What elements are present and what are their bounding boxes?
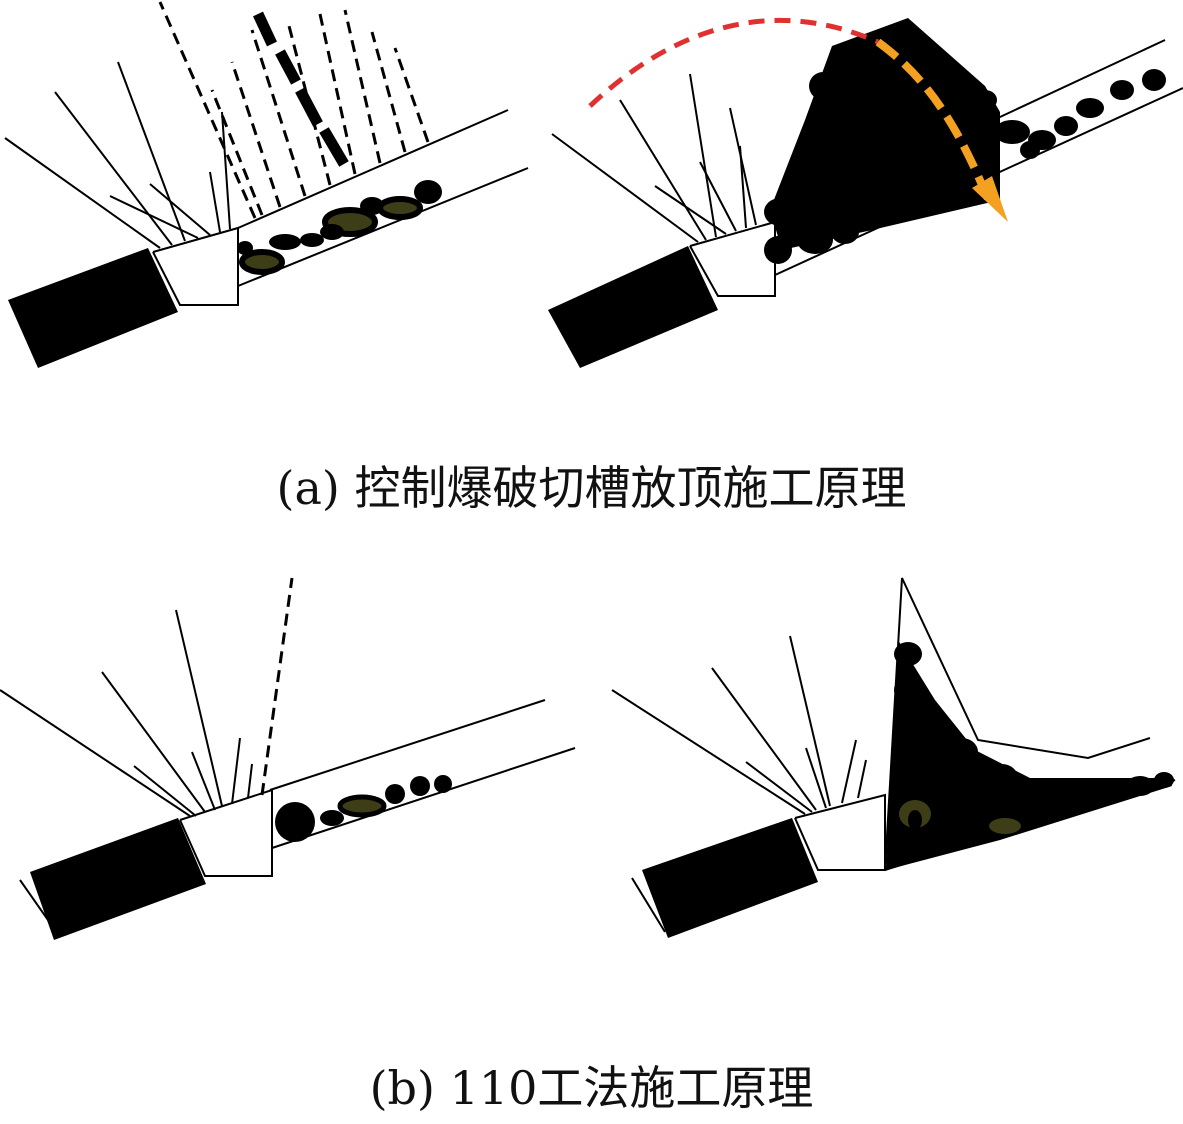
caption-b: (b) 110工法施工原理: [369, 1061, 814, 1115]
anchor-cables: [0, 609, 253, 817]
rock-fragments: [237, 180, 442, 275]
hydraulic-support-icon: [30, 818, 206, 940]
roadway-section: [689, 220, 776, 297]
anchor-cables: [611, 635, 867, 815]
hydraulic-support-icon: [8, 248, 178, 368]
roof-line: [269, 699, 546, 791]
floor-line: [271, 747, 576, 849]
caved-rock-mass: [886, 640, 1174, 870]
panel-b-left: [0, 577, 576, 940]
caving-trajectory-red: [588, 18, 880, 108]
panel-a-right: [548, 18, 1183, 368]
caption-a: (a) 控制爆破切槽放顶施工原理: [276, 461, 907, 515]
rock-fragments: [275, 775, 452, 842]
caved-rock-mass: [764, 18, 1166, 264]
panel-a-left: [4, 1, 529, 368]
floor-line: [237, 167, 529, 287]
hydraulic-support-icon: [548, 246, 718, 368]
anchor-cables: [4, 61, 231, 249]
blast-holes-dashed: [158, 1, 430, 219]
support-base-outline: [631, 877, 666, 933]
roadway-section: [179, 788, 273, 877]
panel-b-right: [611, 577, 1176, 938]
roadway-section: [152, 226, 239, 306]
arrow-head-icon: [972, 176, 1008, 222]
roadway-section: [794, 793, 886, 871]
roof-line: [237, 109, 509, 229]
anchor-cables: [551, 73, 757, 243]
explosive-charges: [253, 11, 349, 167]
hydraulic-support-icon: [642, 818, 818, 938]
blast-hole-dashed: [260, 577, 294, 796]
caving-trajectory-orange: [875, 38, 994, 206]
